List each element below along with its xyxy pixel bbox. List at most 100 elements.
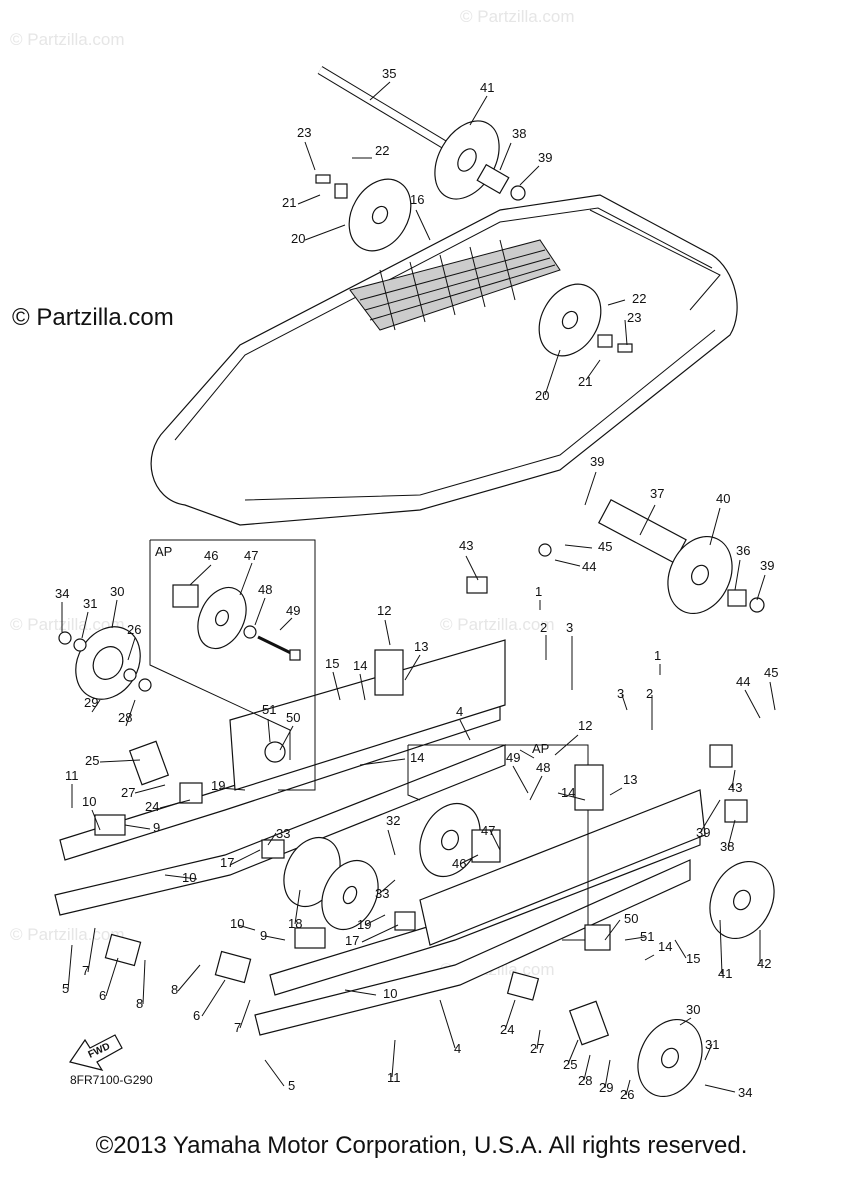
part-callout[interactable]: 4	[454, 1041, 461, 1056]
part-callout[interactable]: 48	[536, 760, 550, 775]
part-callout[interactable]: 30	[686, 1002, 700, 1017]
part-callout[interactable]: 35	[382, 66, 396, 81]
part-callout[interactable]: 44	[582, 559, 596, 574]
part-callout[interactable]: 39	[590, 454, 604, 469]
part-callout[interactable]: 31	[83, 596, 97, 611]
part-callout[interactable]: 46	[452, 856, 466, 871]
part-callout[interactable]: 18	[288, 916, 302, 931]
part-callout[interactable]: 19	[357, 917, 371, 932]
part-callout[interactable]: 24	[145, 799, 159, 814]
part-callout[interactable]: 45	[764, 665, 778, 680]
part-callout[interactable]: 6	[99, 988, 106, 1003]
part-callout[interactable]: 36	[736, 543, 750, 558]
part-callout[interactable]: 9	[153, 820, 160, 835]
part-callout[interactable]: 19	[211, 778, 225, 793]
part-callout[interactable]: 31	[705, 1037, 719, 1052]
part-callout[interactable]: 10	[182, 870, 196, 885]
part-callout[interactable]: 47	[244, 548, 258, 563]
part-callout[interactable]: 39	[538, 150, 552, 165]
part-callout[interactable]: 39	[696, 825, 710, 840]
part-callout[interactable]: 7	[82, 963, 89, 978]
part-callout[interactable]: 8	[136, 996, 143, 1011]
part-callout[interactable]: 23	[297, 125, 311, 140]
part-callout[interactable]: 42	[757, 956, 771, 971]
part-callout[interactable]: 11	[65, 768, 79, 783]
part-callout[interactable]: AP	[155, 544, 172, 559]
part-callout[interactable]: 10	[383, 986, 397, 1001]
part-callout[interactable]: 33	[276, 826, 290, 841]
part-callout[interactable]: 38	[720, 839, 734, 854]
part-callout[interactable]: 37	[650, 486, 664, 501]
part-callout[interactable]: AP	[532, 741, 549, 756]
part-callout[interactable]: 50	[624, 911, 638, 926]
part-callout[interactable]: 50	[286, 710, 300, 725]
part-callout[interactable]: 38	[512, 126, 526, 141]
part-callout[interactable]: 14	[353, 658, 367, 673]
part-callout[interactable]: 7	[234, 1020, 241, 1035]
part-callout[interactable]: 23	[627, 310, 641, 325]
part-callout[interactable]: 14	[561, 785, 575, 800]
part-callout[interactable]: 8	[171, 982, 178, 997]
part-callout[interactable]: 12	[578, 718, 592, 733]
part-callout[interactable]: 14	[658, 939, 672, 954]
part-callout[interactable]: 43	[728, 780, 742, 795]
part-callout[interactable]: 1	[535, 584, 542, 599]
part-callout[interactable]: 44	[736, 674, 750, 689]
part-callout[interactable]: 21	[578, 374, 592, 389]
part-callout[interactable]: 30	[110, 584, 124, 599]
part-callout[interactable]: 5	[288, 1078, 295, 1093]
part-callout[interactable]: 47	[481, 823, 495, 838]
part-callout[interactable]: 11	[387, 1070, 401, 1085]
part-callout[interactable]: 51	[640, 929, 654, 944]
part-callout[interactable]: 32	[386, 813, 400, 828]
part-callout[interactable]: 16	[410, 192, 424, 207]
part-callout[interactable]: 33	[375, 886, 389, 901]
part-callout[interactable]: 41	[718, 966, 732, 981]
part-callout[interactable]: 49	[506, 750, 520, 765]
part-callout[interactable]: 24	[500, 1022, 514, 1037]
part-callout[interactable]: 34	[738, 1085, 752, 1100]
part-callout[interactable]: 3	[617, 686, 624, 701]
part-callout[interactable]: 43	[459, 538, 473, 553]
part-callout[interactable]: 15	[325, 656, 339, 671]
part-callout[interactable]: 26	[620, 1087, 634, 1102]
part-callout[interactable]: 51	[262, 702, 276, 717]
part-callout[interactable]: 5	[62, 981, 69, 996]
part-callout[interactable]: 10	[82, 794, 96, 809]
part-callout[interactable]: 22	[375, 143, 389, 158]
part-callout[interactable]: 4	[456, 704, 463, 719]
part-callout[interactable]: 34	[55, 586, 69, 601]
part-callout[interactable]: 27	[530, 1041, 544, 1056]
part-callout[interactable]: 49	[286, 603, 300, 618]
part-callout[interactable]: 39	[760, 558, 774, 573]
part-callout[interactable]: 1	[654, 648, 661, 663]
part-callout[interactable]: 6	[193, 1008, 200, 1023]
part-callout[interactable]: 45	[598, 539, 612, 554]
part-callout[interactable]: 41	[480, 80, 494, 95]
part-callout[interactable]: 26	[127, 622, 141, 637]
part-callout[interactable]: 17	[345, 933, 359, 948]
part-callout[interactable]: 20	[291, 231, 305, 246]
part-callout[interactable]: 10	[230, 916, 244, 931]
part-callout[interactable]: 2	[646, 686, 653, 701]
part-callout[interactable]: 28	[578, 1073, 592, 1088]
part-callout[interactable]: 9	[260, 928, 267, 943]
part-callout[interactable]: 15	[686, 951, 700, 966]
part-callout[interactable]: 13	[623, 772, 637, 787]
part-callout[interactable]: 2	[540, 620, 547, 635]
part-callout[interactable]: 3	[566, 620, 573, 635]
part-callout[interactable]: 29	[599, 1080, 613, 1095]
part-callout[interactable]: 17	[220, 855, 234, 870]
part-callout[interactable]: 27	[121, 785, 135, 800]
part-callout[interactable]: 48	[258, 582, 272, 597]
part-callout[interactable]: 14	[410, 750, 424, 765]
part-callout[interactable]: 40	[716, 491, 730, 506]
part-callout[interactable]: 28	[118, 710, 132, 725]
part-callout[interactable]: 46	[204, 548, 218, 563]
part-callout[interactable]: 22	[632, 291, 646, 306]
part-callout[interactable]: 13	[414, 639, 428, 654]
part-callout[interactable]: 21	[282, 195, 296, 210]
part-callout[interactable]: 12	[377, 603, 391, 618]
part-callout[interactable]: 25	[563, 1057, 577, 1072]
part-callout[interactable]: 29	[84, 695, 98, 710]
